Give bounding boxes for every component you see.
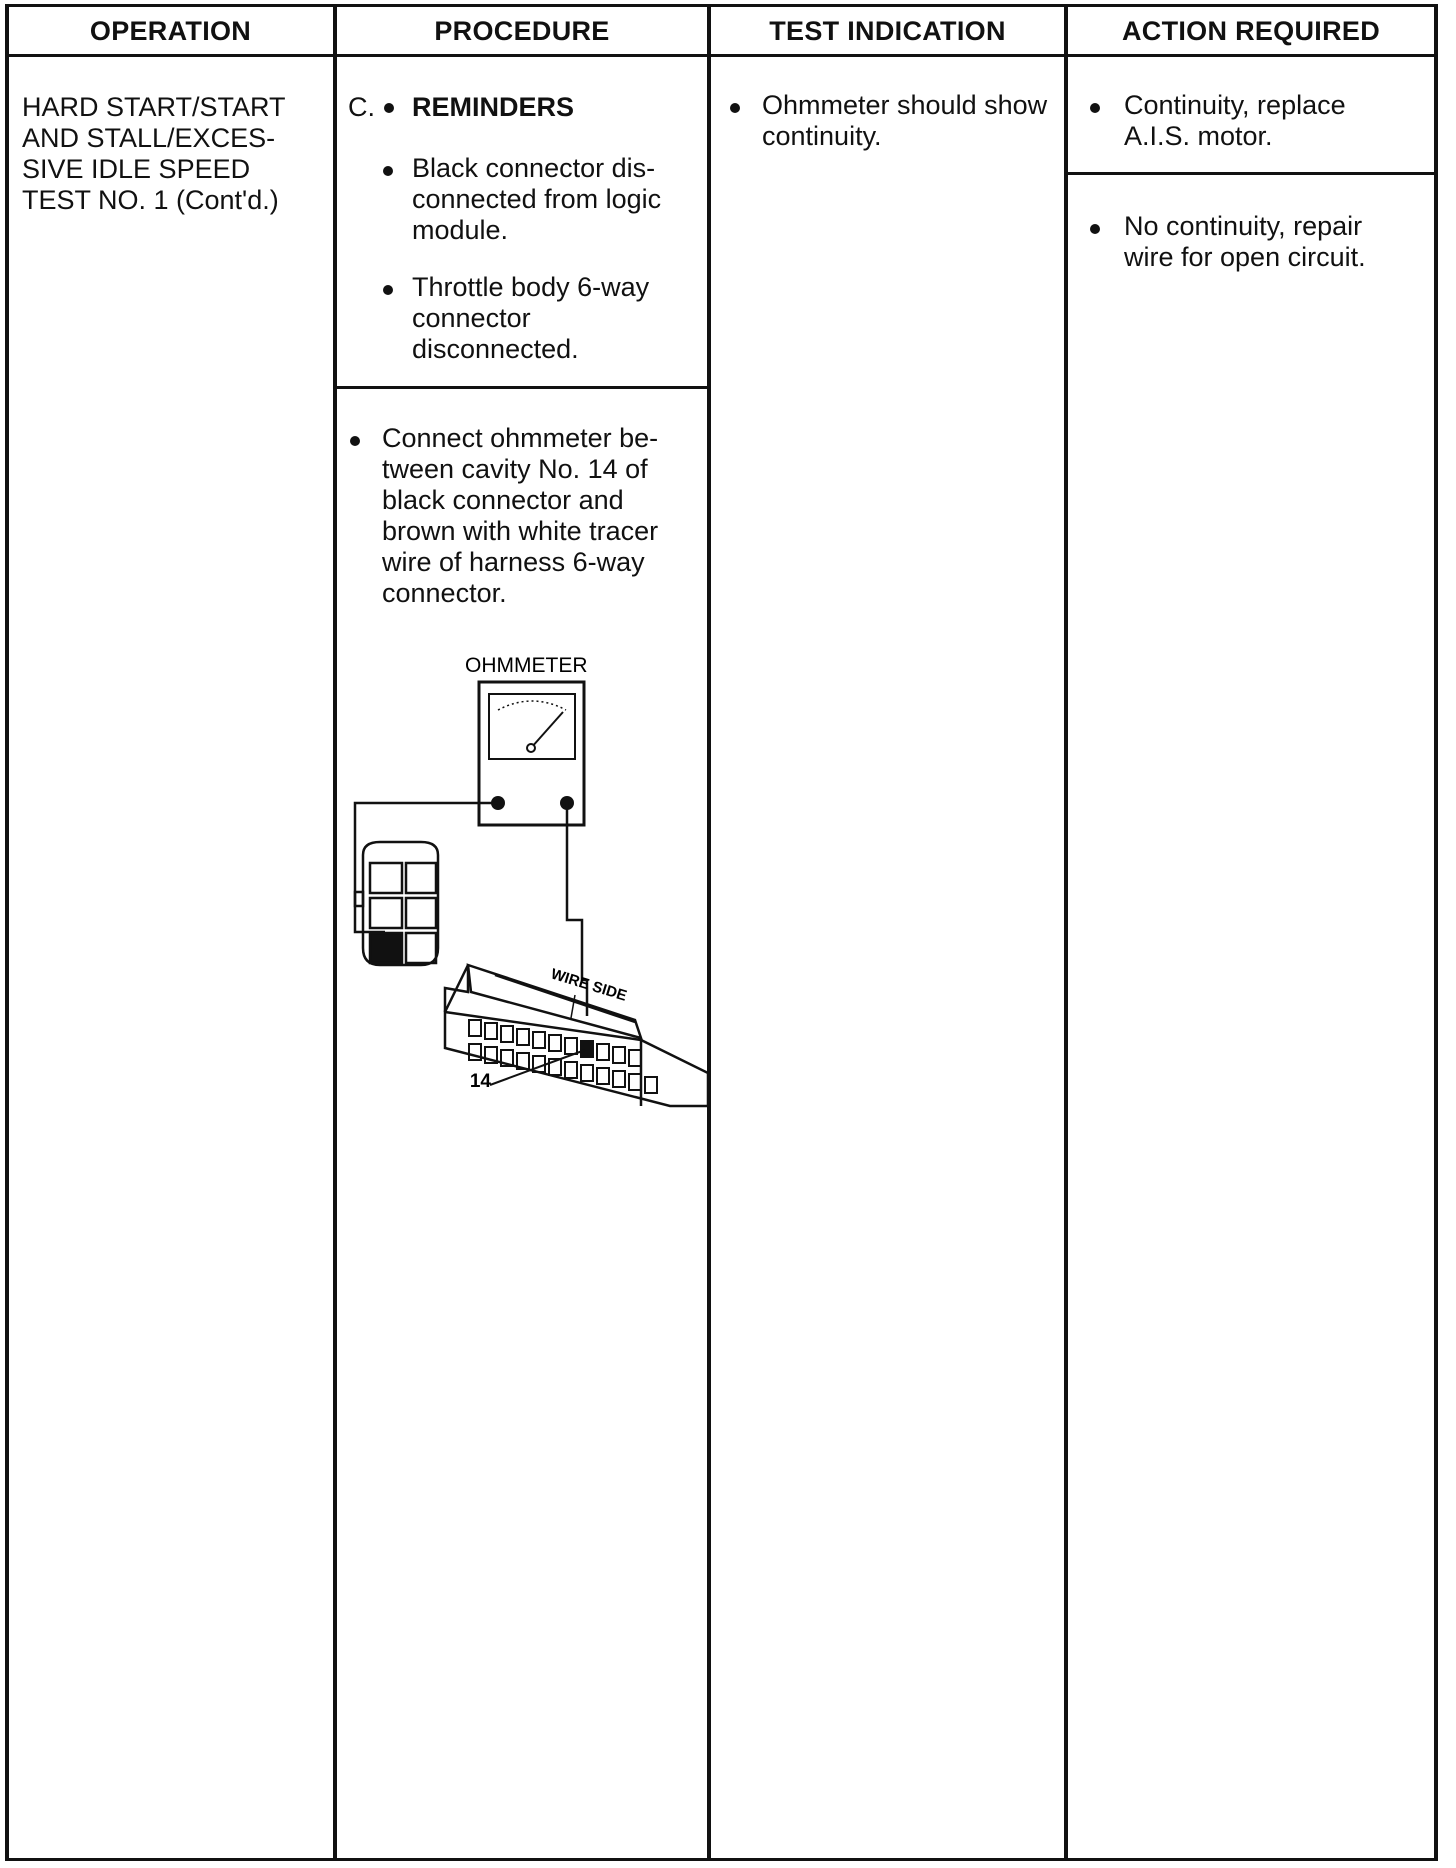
test-indication-item-1: Ohmmeter should show continuity. — [762, 90, 1048, 151]
header-test-indication: TEST INDICATION — [769, 15, 1006, 46]
header-procedure: PROCEDURE — [434, 15, 610, 46]
bullet-icon — [350, 436, 360, 446]
column-divider-2 — [707, 4, 711, 1861]
ohmmeter-connector-diagram: OHMMETER — [353, 654, 709, 1108]
cavity-14-label: 14 — [470, 1071, 492, 1092]
operation-line-4: TEST NO. 1 (Cont'd.) — [22, 185, 279, 215]
table-top-border — [6, 4, 1438, 7]
procedure-step-letter: C. — [348, 92, 375, 122]
header-action-required: ACTION REQUIRED — [1121, 15, 1380, 46]
bullet-icon — [383, 166, 393, 176]
bullet-icon — [383, 285, 393, 295]
action-item-1: Continuity, replace A.I.S. motor. — [1124, 90, 1346, 151]
header-operation: OPERATION — [89, 15, 252, 46]
ohmmeter-label: OHMMETER — [465, 654, 588, 677]
instruction-text: Connect ohmmeter be- tween cavity No. 14… — [382, 423, 659, 608]
bullet-icon — [384, 103, 394, 113]
operation-line-1: HARD START/START — [22, 92, 286, 122]
operation-line-3: SIVE IDLE SPEED — [22, 154, 251, 184]
reminder-1-text: Black connector dis- connected from logi… — [412, 153, 662, 245]
table-left-border — [5, 4, 9, 1861]
reminders-title: REMINDERS — [412, 92, 575, 122]
connector-cavities — [468, 1019, 658, 1094]
cavity-pointer — [489, 1049, 586, 1086]
operation-line-2: AND STALL/EXCES- — [22, 123, 276, 153]
column-divider-3 — [1064, 4, 1068, 1861]
bullet-icon — [1090, 103, 1100, 113]
action-item-2: No continuity, repair wire for open circ… — [1124, 211, 1366, 272]
reminder-2-text: Throttle body 6-way connector disconnect… — [412, 272, 650, 364]
wire-side-label: WIRE SIDE — [549, 966, 629, 1005]
table-right-border — [1434, 4, 1438, 1861]
header-divider — [6, 54, 1438, 57]
wire-side-pointer — [570, 994, 576, 1019]
bullet-icon — [1090, 224, 1100, 234]
column-divider-1 — [333, 4, 337, 1861]
action-row-divider — [1066, 172, 1436, 175]
procedure-row-divider — [335, 386, 709, 389]
ohmmeter-icon — [477, 680, 586, 827]
bullet-icon — [730, 103, 740, 113]
black-connector-icon — [353, 840, 440, 967]
table-bottom-border — [6, 1858, 1438, 1861]
